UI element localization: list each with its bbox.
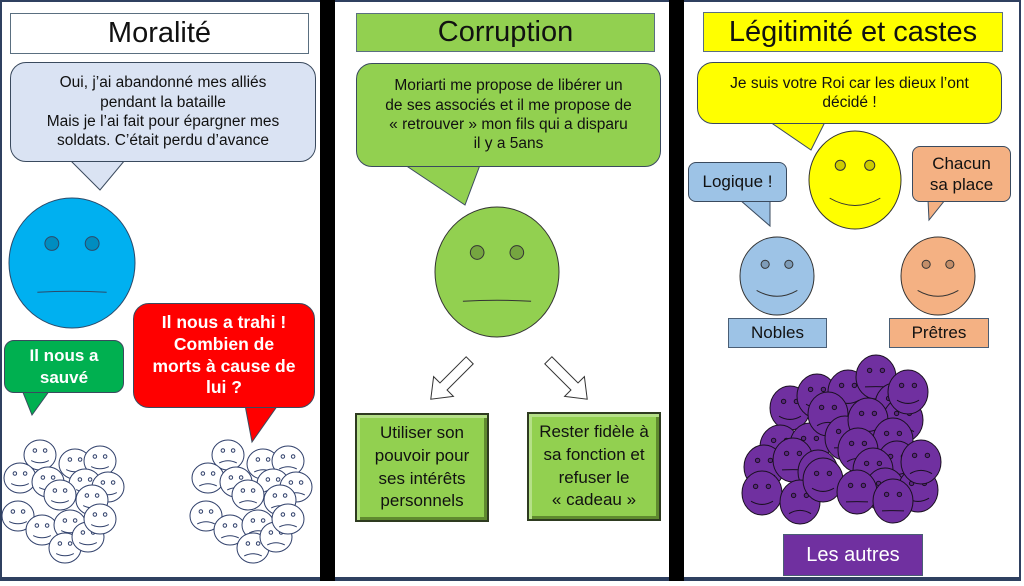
bubble-tail bbox=[244, 404, 279, 444]
label-text: Les autres bbox=[806, 543, 900, 566]
label-text: Nobles bbox=[751, 323, 804, 342]
arrow-down-right-icon bbox=[544, 356, 588, 400]
bubble-line: sauvé bbox=[39, 367, 89, 387]
bubble-line: Combien de bbox=[173, 333, 275, 354]
face-official bbox=[434, 206, 560, 338]
bubble-line: Chacun bbox=[932, 153, 991, 173]
face-leader bbox=[8, 197, 136, 329]
bubble-line: soldats. C’était perdu d’avance bbox=[57, 132, 269, 150]
bubble-line: Il nous a trahi ! bbox=[161, 311, 287, 332]
speech-bubble-leader: Oui, j’ai abandonné mes alliés pendant l… bbox=[10, 62, 316, 162]
label-text: Prêtres bbox=[911, 323, 967, 342]
crowd-face-sad bbox=[231, 479, 265, 511]
bubble-line: Il nous a bbox=[29, 346, 99, 366]
label-others: Les autres bbox=[783, 534, 923, 576]
speech-bubble-nobles: Logique ! bbox=[688, 162, 787, 202]
speech-bubble-priests: Chacun sa place bbox=[912, 146, 1011, 202]
crowd-face-happy bbox=[1, 500, 35, 532]
bubble-tail bbox=[738, 199, 771, 228]
crowd-face-happy bbox=[3, 462, 37, 494]
bubble-line: il y a 5ans bbox=[473, 135, 544, 153]
label-nobles: Nobles bbox=[728, 318, 827, 348]
face-king bbox=[808, 130, 902, 230]
choice-line: Utiliser son bbox=[379, 422, 465, 442]
choice-line: Rester fidèle à bbox=[539, 421, 649, 441]
label-priests: Prêtres bbox=[889, 318, 989, 348]
panel-title-text: Corruption bbox=[437, 16, 574, 48]
face-priest bbox=[900, 236, 976, 316]
bubble-line: de ses associés et il me propose de bbox=[385, 96, 632, 114]
bubble-line: lui ? bbox=[206, 377, 242, 398]
crowd-face-happy bbox=[25, 514, 59, 546]
bubble-tail bbox=[768, 121, 826, 151]
crowd-face-happy bbox=[83, 445, 117, 477]
crowd-face-others bbox=[900, 439, 942, 485]
panel-title-corruption: Corruption bbox=[356, 13, 655, 52]
crowd-face-others bbox=[741, 470, 783, 516]
choice-box-stay-loyal: Rester fidèle à sa fonction et refuser l… bbox=[527, 412, 661, 521]
panel-separator bbox=[669, 0, 684, 581]
bubble-tail bbox=[21, 389, 51, 417]
panel-title-moralite: Moralité bbox=[10, 13, 309, 54]
bubble-line: morts à cause de bbox=[152, 355, 296, 376]
choice-line: personnels bbox=[380, 491, 464, 511]
crowd-face-sad bbox=[211, 439, 245, 471]
crowd-face-sad bbox=[271, 503, 305, 535]
crowd-face-others bbox=[872, 478, 914, 524]
choice-line: refuser le bbox=[558, 467, 630, 487]
bubble-line: Je suis votre Roi car les dieux l’ont bbox=[730, 74, 969, 92]
bubble-tail bbox=[927, 199, 947, 222]
crowd-face-happy bbox=[43, 479, 77, 511]
panel-title-text: Moralité bbox=[107, 17, 212, 49]
face-noble bbox=[739, 236, 815, 316]
bubble-line: « retrouver » mon fils qui a disparu bbox=[389, 116, 628, 133]
speech-bubble-moriarti: Moriarti me propose de libérer un de ses… bbox=[356, 63, 661, 167]
speech-bubble-saved: Il nous a sauvé bbox=[4, 340, 124, 393]
bubble-tail bbox=[403, 164, 481, 206]
choice-line: pouvoir pour bbox=[374, 445, 470, 465]
arrow-down-left-icon bbox=[430, 356, 474, 400]
panel-title-legitimite: Légitimité et castes bbox=[703, 12, 1003, 52]
bubble-line: Logique ! bbox=[702, 172, 773, 192]
bubble-line: décidé ! bbox=[822, 94, 877, 111]
speech-bubble-betrayed: Il nous a trahi ! Combien de morts à cau… bbox=[133, 303, 315, 408]
bubble-line: Oui, j’ai abandonné mes alliés bbox=[59, 74, 267, 92]
bubble-line: Moriarti me propose de libérer un bbox=[394, 77, 623, 95]
panel-title-text: Légitimité et castes bbox=[728, 15, 978, 48]
panel-separator bbox=[320, 0, 335, 581]
speech-bubble-king: Je suis votre Roi car les dieux l’ont dé… bbox=[697, 62, 1002, 124]
crowd-face-others bbox=[887, 369, 929, 415]
bubble-line: pendant la bataille bbox=[100, 93, 226, 111]
crowd-face-sad bbox=[279, 471, 313, 503]
crowd-face-sad bbox=[189, 500, 223, 532]
crowd-face-sad bbox=[271, 445, 305, 477]
bubble-line: sa place bbox=[929, 175, 994, 194]
choice-line: « cadeau » bbox=[551, 490, 637, 510]
bubble-tail bbox=[68, 159, 127, 191]
choice-line: sa fonction et bbox=[543, 444, 645, 464]
bubble-line: Mais je l’ai fait pour épargner mes bbox=[46, 113, 280, 130]
crowd-face-happy bbox=[83, 503, 117, 535]
crowd-face-sad bbox=[191, 462, 225, 494]
choice-line: ses intérêts bbox=[378, 468, 466, 488]
crowd-face-happy bbox=[23, 439, 57, 471]
choice-box-personal-interest: Utiliser son pouvoir pour ses intérêts p… bbox=[355, 413, 489, 522]
crowd-face-others bbox=[836, 469, 878, 515]
